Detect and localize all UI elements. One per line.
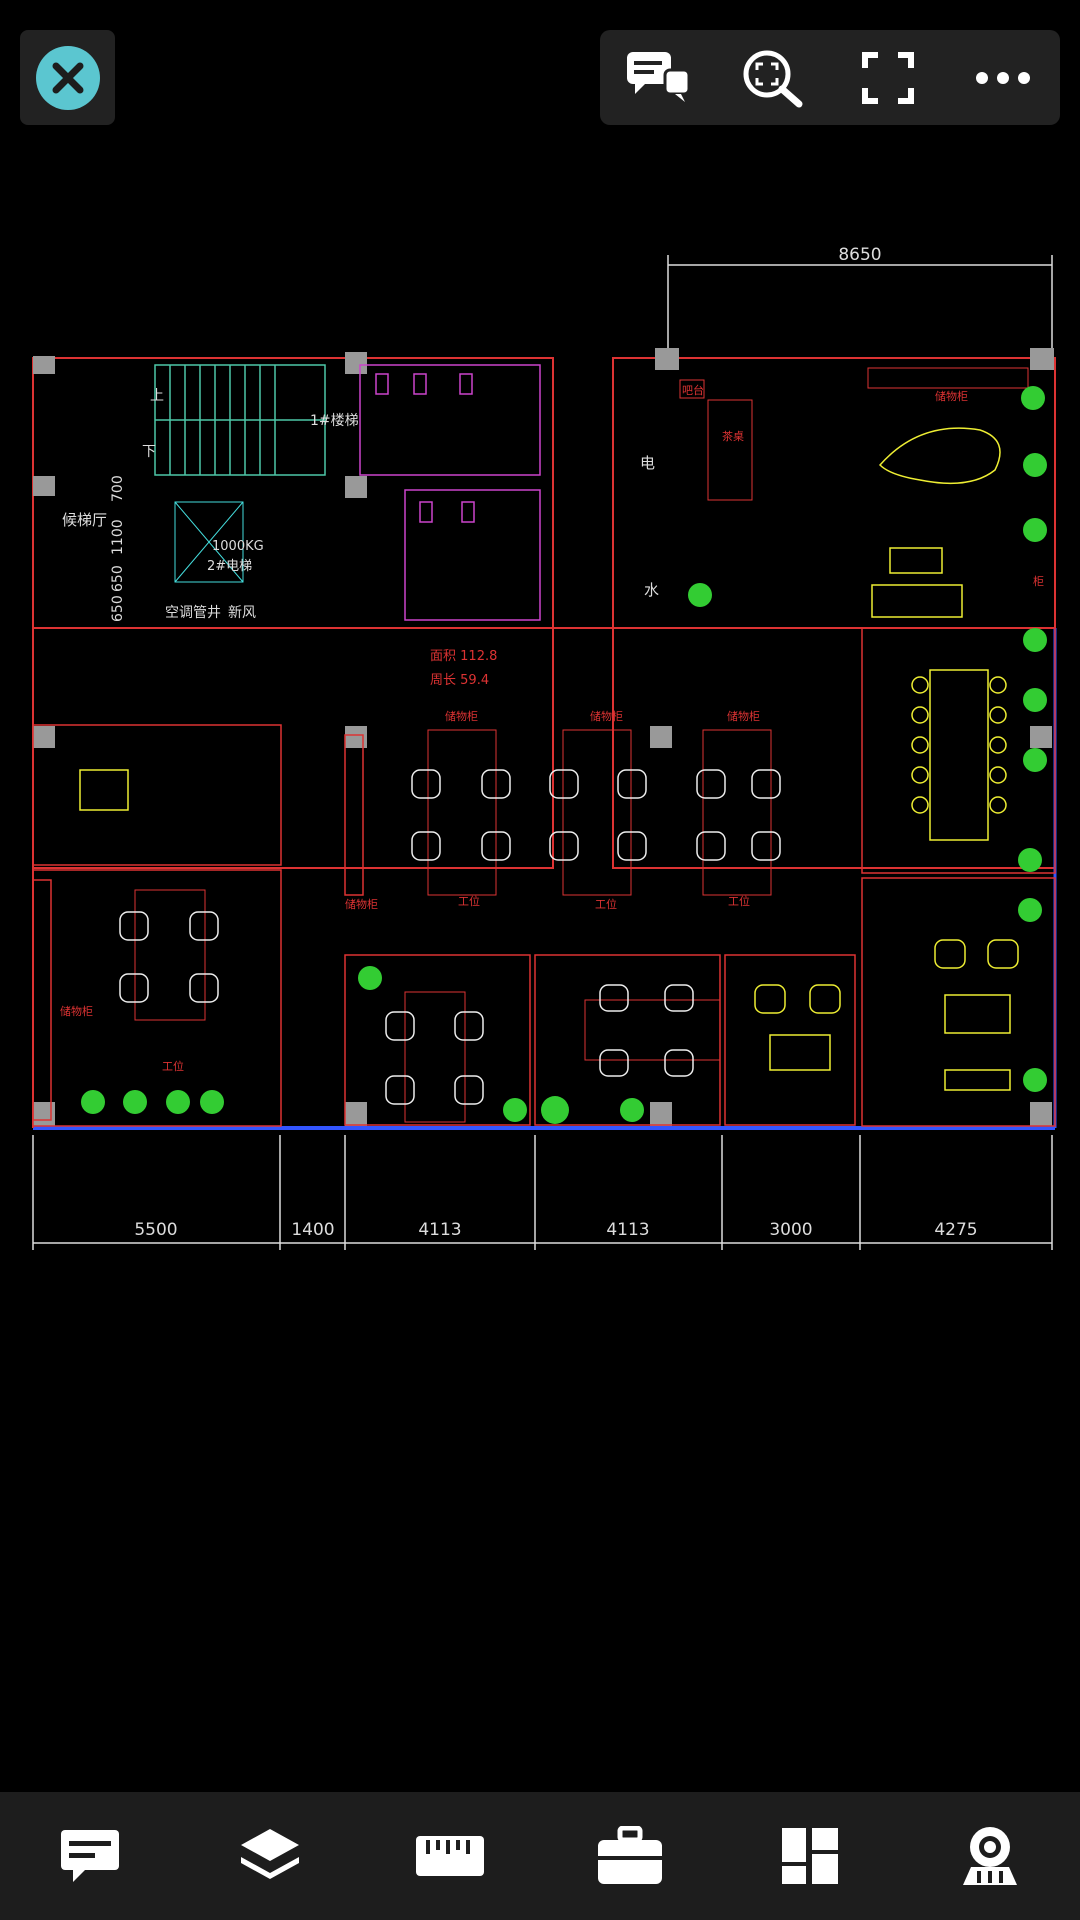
- annotation-icon: [61, 1830, 119, 1882]
- bottom-toolbar: [0, 1792, 1080, 1920]
- outer-walls: [32, 357, 1057, 1130]
- conference-table: [79, 669, 1019, 1091]
- more-icon: [975, 71, 1030, 84]
- toolbox-button[interactable]: [575, 1801, 685, 1911]
- bottom-dimension-lines: [32, 1135, 1053, 1250]
- storage-label-5: 储物柜: [60, 1004, 93, 1018]
- workstation-label-1: 工位: [458, 894, 480, 908]
- layers-button[interactable]: [215, 1801, 325, 1911]
- elevator-capacity: 1000KG: [212, 539, 264, 554]
- area-label: 面积 112.8: [430, 649, 497, 664]
- ac-shaft-label: 空调管井: [165, 605, 221, 621]
- svg-text:650: 650: [110, 595, 126, 622]
- svg-text:1400: 1400: [291, 1220, 334, 1240]
- stair: [154, 364, 326, 476]
- measure-button[interactable]: [395, 1801, 505, 1911]
- sofa: [871, 427, 1001, 618]
- floor-plan-drawing[interactable]: 8650: [0, 240, 1080, 1280]
- workstation-label-4: 工位: [162, 1059, 184, 1073]
- workstations: [134, 729, 772, 1123]
- layers-icon: [241, 1829, 299, 1879]
- electric-room-label: 电: [640, 454, 655, 472]
- measure-icon: [416, 1836, 484, 1876]
- viewer-button[interactable]: [935, 1801, 1045, 1911]
- restrooms: [359, 364, 541, 621]
- stair-down-label: 下: [142, 444, 156, 460]
- comments-button[interactable]: [613, 38, 703, 118]
- top-dimension: [667, 255, 1053, 350]
- storage-label-1: 储物柜: [445, 709, 478, 723]
- storage-label-2: 储物柜: [590, 709, 623, 723]
- perimeter-label: 周长 59.4: [430, 673, 489, 688]
- stair-up-label: 上: [150, 388, 164, 404]
- storage-top-label: 储物柜: [935, 389, 968, 403]
- reception-furniture: [679, 367, 1029, 501]
- bottom-dimension-labels: 5500 1400 4113 4113 3000 4275: [134, 1220, 977, 1240]
- columns: [33, 348, 1054, 1126]
- toolbox-icon: [598, 1826, 662, 1884]
- plants: [81, 386, 1047, 1124]
- comments-icon: [626, 51, 690, 102]
- more-button[interactable]: [958, 38, 1048, 118]
- svg-text:5500: 5500: [134, 1220, 177, 1240]
- svg-text:4113: 4113: [606, 1220, 649, 1240]
- top-dimension-label: 8650: [838, 245, 881, 265]
- annotation-button[interactable]: [35, 1801, 145, 1911]
- stair-name-label: 1#楼梯: [310, 413, 359, 429]
- close-icon: [35, 45, 100, 110]
- water-room-label: 水: [644, 581, 659, 599]
- waiting-hall-label: 候梯厅: [62, 511, 107, 529]
- fullscreen-button[interactable]: [843, 38, 933, 118]
- svg-text:1100: 1100: [110, 519, 126, 555]
- workstation-label-2: 工位: [595, 897, 617, 911]
- top-toolbar: [600, 30, 1060, 125]
- fullscreen-icon: [861, 51, 914, 104]
- chairs: [119, 769, 781, 1105]
- zoom-extents-button[interactable]: [728, 38, 818, 118]
- layout-icon: [782, 1828, 838, 1884]
- viewer-icon: [963, 1827, 1017, 1885]
- zoom-extents-icon: [743, 50, 802, 107]
- storage-label-4: 储物柜: [345, 897, 378, 911]
- svg-text:700: 700: [110, 475, 126, 502]
- layout-button[interactable]: [755, 1801, 865, 1911]
- left-dimensions: 700 1100 650 650: [110, 475, 126, 622]
- svg-text:650: 650: [110, 565, 126, 592]
- svg-text:3000: 3000: [769, 1220, 812, 1240]
- tea-table-label: 茶桌: [722, 430, 744, 443]
- bar-label: 吧台: [682, 383, 704, 397]
- elevator-name: 2#电梯: [207, 559, 252, 574]
- side-cabinet-label: 柜: [1033, 575, 1044, 588]
- svg-text:4275: 4275: [934, 1220, 977, 1240]
- storage-label-3: 储物柜: [727, 709, 760, 723]
- svg-text:4113: 4113: [418, 1220, 461, 1240]
- elevator: [174, 501, 244, 583]
- fresh-air-label: 新风: [228, 605, 256, 621]
- close-button[interactable]: [20, 30, 115, 125]
- interior-partitions: [32, 627, 1056, 1127]
- workstation-label-3: 工位: [728, 894, 750, 908]
